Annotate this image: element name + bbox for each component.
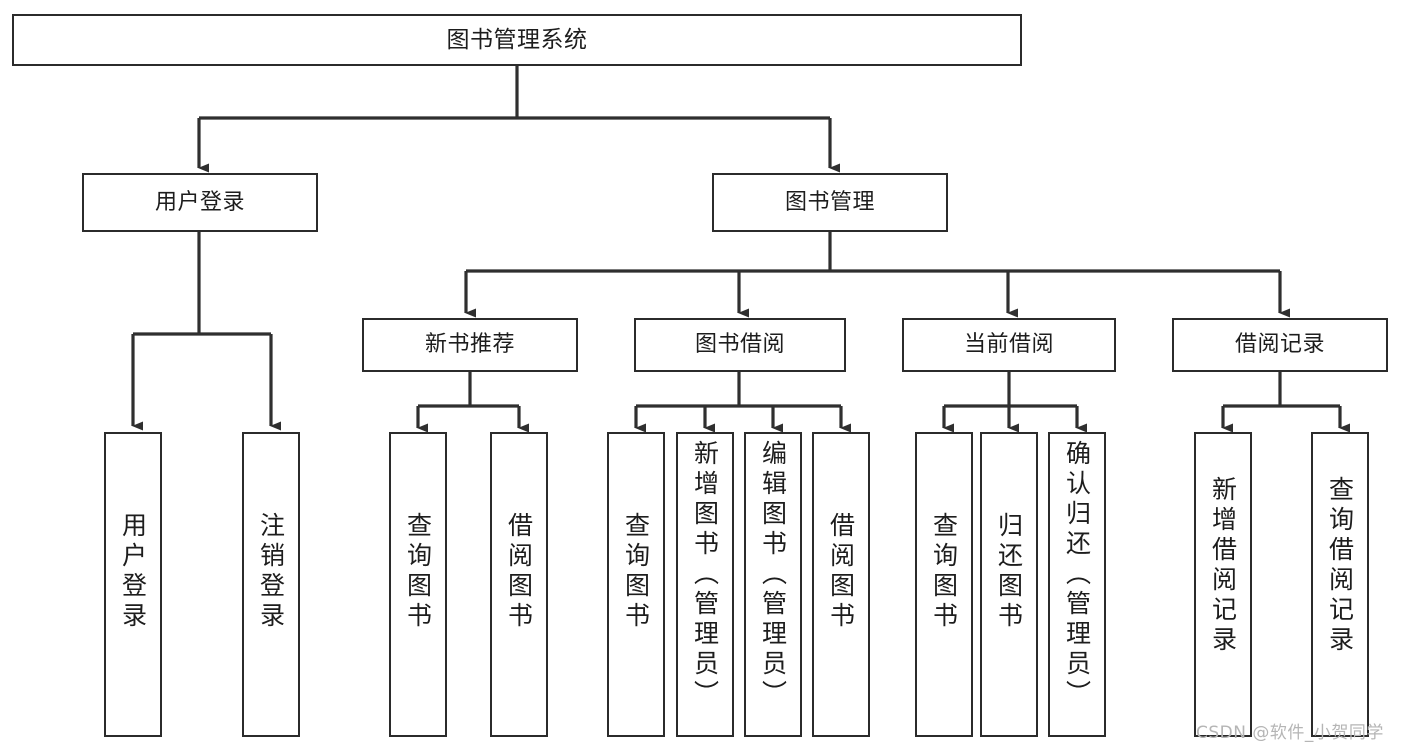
node-label: 确认归还（管理员）: [1062, 440, 1092, 710]
csdn-watermark: CSDN @软件_小贺同学: [1196, 718, 1384, 743]
node-leaf-add-record[interactable]: 新增借阅记录: [1194, 432, 1252, 737]
node-leaf-query-book-2[interactable]: 查询图书: [607, 432, 665, 737]
node-book-manage[interactable]: 图书管理: [712, 173, 948, 232]
node-label: 新书推荐: [424, 332, 515, 358]
node-leaf-user-logout[interactable]: 注销登录: [242, 432, 300, 737]
node-label: 新增借阅记录: [1208, 476, 1238, 656]
node-label: 借阅图书: [504, 512, 534, 632]
watermark-text: CSDN @软件_小贺同学: [1196, 723, 1384, 743]
node-current-borrow[interactable]: 当前借阅: [902, 318, 1116, 372]
node-label: 图书借阅: [694, 332, 785, 358]
node-label: 查询图书: [621, 512, 651, 632]
node-leaf-user-login[interactable]: 用户登录: [104, 432, 162, 737]
node-borrow-record[interactable]: 借阅记录: [1172, 318, 1388, 372]
node-user-login[interactable]: 用户登录: [82, 173, 318, 232]
node-label: 用户登录: [118, 512, 148, 632]
node-leaf-query-book-3[interactable]: 查询图书: [915, 432, 973, 737]
node-book-borrow[interactable]: 图书借阅: [634, 318, 846, 372]
node-leaf-query-record[interactable]: 查询借阅记录: [1311, 432, 1369, 737]
node-label: 图书管理: [784, 189, 875, 215]
node-label: 借阅记录: [1234, 332, 1325, 358]
node-label: 注销登录: [256, 512, 286, 632]
node-label: 图书管理系统: [446, 26, 588, 53]
node-label: 查询图书: [929, 512, 959, 632]
node-label: 当前借阅: [963, 332, 1054, 358]
node-leaf-return-book[interactable]: 归还图书: [980, 432, 1038, 737]
node-leaf-query-book-1[interactable]: 查询图书: [389, 432, 447, 737]
node-label: 归还图书: [994, 512, 1024, 632]
node-new-book-rec[interactable]: 新书推荐: [362, 318, 578, 372]
node-leaf-edit-book[interactable]: 编辑图书（管理员）: [744, 432, 802, 737]
node-label: 借阅图书: [826, 512, 856, 632]
node-leaf-confirm-return[interactable]: 确认归还（管理员）: [1048, 432, 1106, 737]
node-label: 新增图书（管理员）: [690, 440, 720, 710]
node-label: 查询借阅记录: [1325, 476, 1355, 656]
node-label: 查询图书: [403, 512, 433, 632]
node-leaf-add-book[interactable]: 新增图书（管理员）: [676, 432, 734, 737]
node-label: 编辑图书（管理员）: [758, 440, 788, 710]
node-leaf-borrow-book-2[interactable]: 借阅图书: [812, 432, 870, 737]
node-root-book-management-system[interactable]: 图书管理系统: [12, 14, 1022, 66]
node-label: 用户登录: [154, 189, 245, 215]
node-leaf-borrow-book-1[interactable]: 借阅图书: [490, 432, 548, 737]
